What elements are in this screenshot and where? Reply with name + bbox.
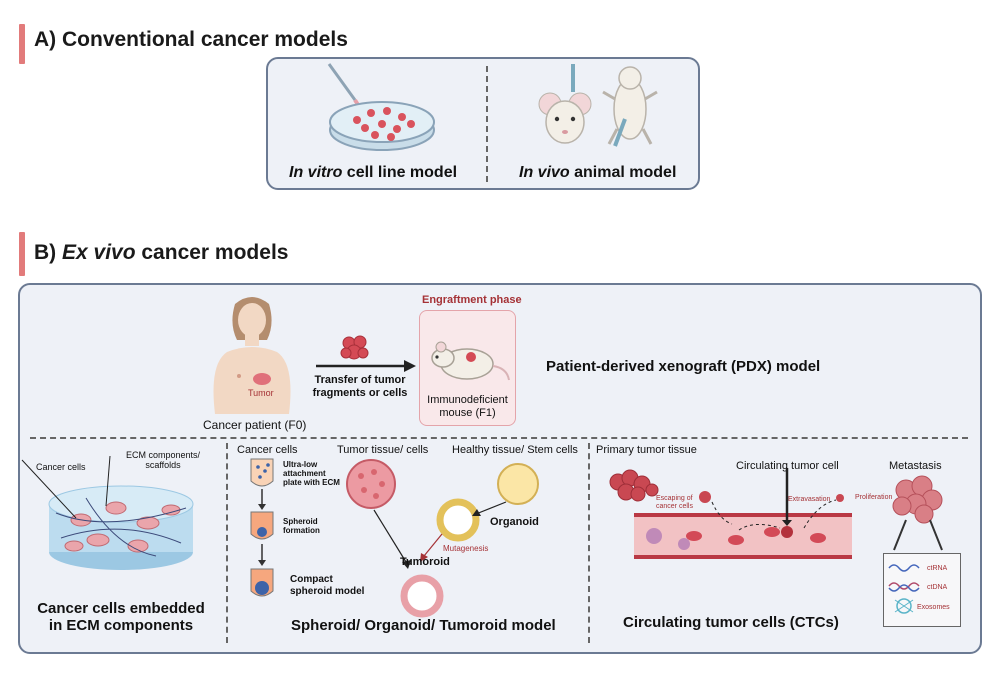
organoid-label: Organoid <box>490 516 539 528</box>
healthy-tissue-label: Healthy tissue/ Stem cells <box>452 444 578 456</box>
cancer-patient-figure <box>213 297 291 414</box>
metastasis-label: Metastasis <box>889 460 942 472</box>
conventional-divider <box>486 66 488 182</box>
section-a-accent-bar <box>19 24 25 64</box>
section-a-title: A) Conventional cancer models <box>34 28 348 51</box>
ctrna-label: ctRNA <box>927 565 948 572</box>
biomarker-icons <box>888 564 920 614</box>
cancer-patient-label: Cancer patient (F0) <box>203 418 307 432</box>
section-b-accent-bar <box>19 232 25 276</box>
tumor-tissue-label: Tumor tissue/ cells <box>337 444 429 456</box>
ctc-model-title: Circulating tumor cells (CTCs) <box>623 614 839 631</box>
ecm-components-label: ECM components/scaffolds <box>125 450 201 471</box>
invivo-label: In vivo animal model <box>519 164 677 181</box>
exosomes-label: Exosomes <box>917 604 950 611</box>
animal-model-illustration <box>538 64 658 147</box>
metastasis-cluster-icon <box>892 475 943 551</box>
extravasation-label: Extravasation <box>788 496 831 503</box>
proliferation-label: Proliferation <box>855 494 893 501</box>
immunodeficient-mouse-icon <box>431 341 510 381</box>
tumoroid-label: Tumoroid <box>400 556 450 568</box>
tumor-icon <box>253 373 271 385</box>
petri-dish-illustration <box>327 63 435 151</box>
ctdna-label: ctDNA <box>927 584 948 591</box>
tumor-fragment-icon <box>340 335 369 360</box>
ex-vivo-horizontal-divider <box>30 437 968 439</box>
ex-vivo-divider-right <box>588 443 590 643</box>
organoid-tumoroid-illustration <box>346 459 539 618</box>
blood-vessel-illustration <box>609 468 852 559</box>
pdx-model-title: Patient-derived xenograft (PDX) model <box>546 358 821 375</box>
spheroid-cancer-cells-label: Cancer cells <box>237 444 298 456</box>
primary-tumor-label: Primary tumor tissue <box>596 444 697 456</box>
ex-vivo-divider-left <box>226 443 228 643</box>
ecm-cancer-cells-label: Cancer cells <box>36 462 86 472</box>
section-b-title: B) Ex vivo cancer models <box>34 241 289 264</box>
transfer-arrow <box>316 360 416 372</box>
spheroid-model-title: Spheroid/ Organoid/ Tumoroid model <box>291 617 556 634</box>
tumor-label: Tumor <box>248 388 274 398</box>
mutagenesis-label: Mutagenesis <box>443 544 489 553</box>
spheroid-workflow-illustration <box>250 458 274 597</box>
engraftment-phase-label: Engraftment phase <box>422 294 522 306</box>
invitro-label: In vitro cell line model <box>289 164 458 181</box>
circulating-tumor-cell-label: Circulating tumor cell <box>736 460 839 472</box>
ecm-scaffold-illustration <box>21 455 194 570</box>
